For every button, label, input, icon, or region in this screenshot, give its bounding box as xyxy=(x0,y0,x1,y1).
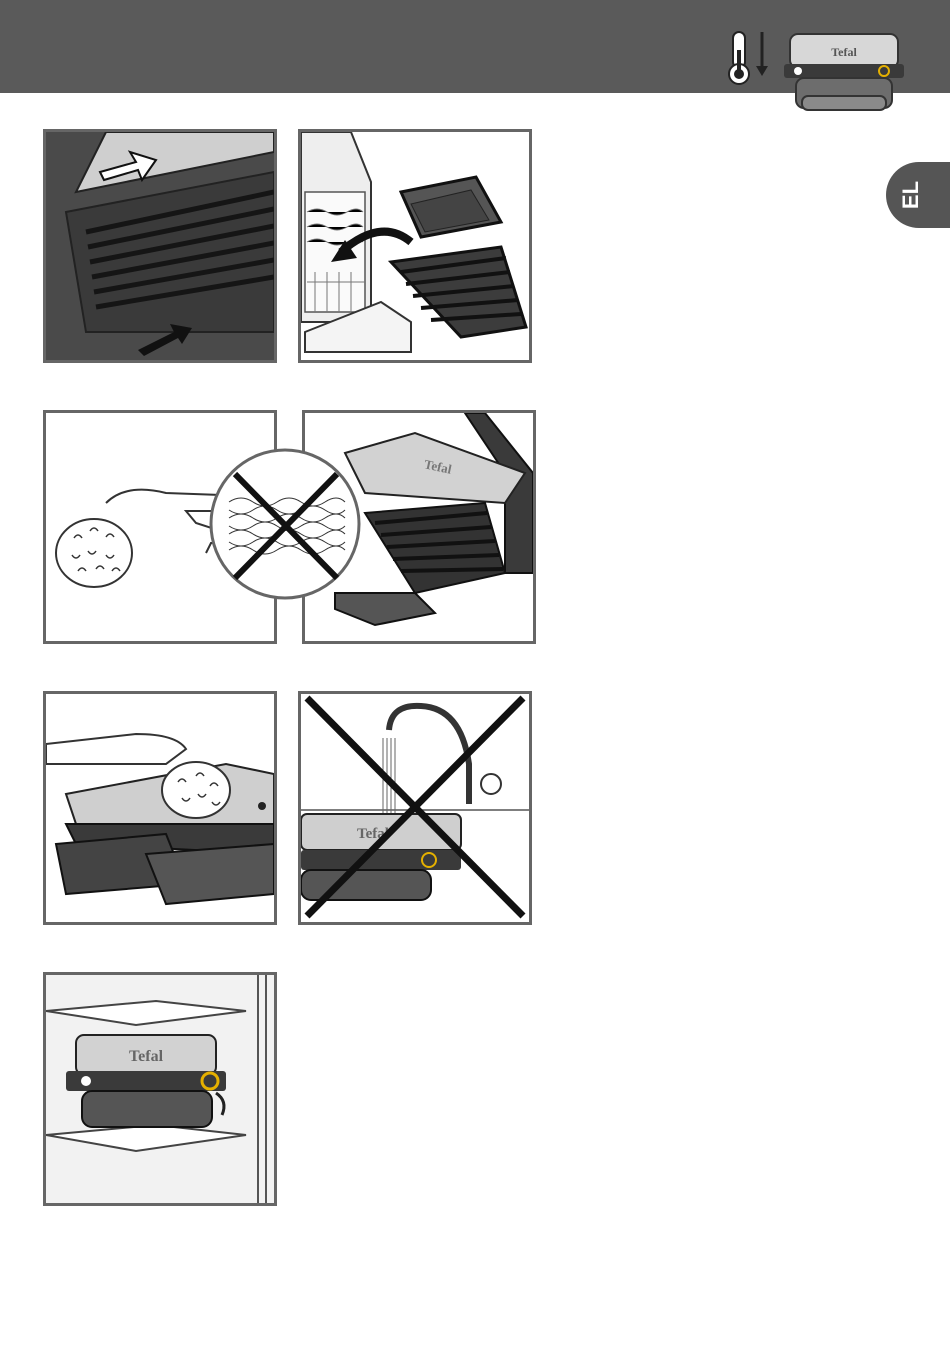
panel-store-grill: Tefal xyxy=(43,972,277,1206)
wipe-housing-illustration xyxy=(46,694,274,922)
no-scourer-prohibited-icon xyxy=(207,444,363,606)
panel-wipe-housing xyxy=(43,691,277,925)
no-water-immersion-illustration: Tefal xyxy=(301,694,529,922)
language-tab: EL xyxy=(886,162,950,228)
tefal-logo: Tefal xyxy=(831,45,857,59)
tap-handle-icon xyxy=(481,774,501,794)
panel-remove-plates xyxy=(43,129,277,363)
cool-down-icon xyxy=(722,28,772,88)
header-bar: Tefal xyxy=(0,0,950,93)
language-tab-label: EL xyxy=(898,181,924,209)
thermometer-icon xyxy=(729,32,749,84)
panel-dishwasher xyxy=(298,129,532,363)
sponge-icon xyxy=(162,762,230,818)
panel-no-water: Tefal xyxy=(298,691,532,925)
remove-plates-illustration xyxy=(46,132,274,360)
dishwasher-plates-illustration xyxy=(301,132,529,360)
tefal-logo: Tefal xyxy=(129,1048,164,1065)
store-grill-shelf-illustration: Tefal xyxy=(46,975,274,1203)
down-arrow-icon xyxy=(756,32,768,76)
grill-appliance-icon: Tefal xyxy=(780,30,908,118)
